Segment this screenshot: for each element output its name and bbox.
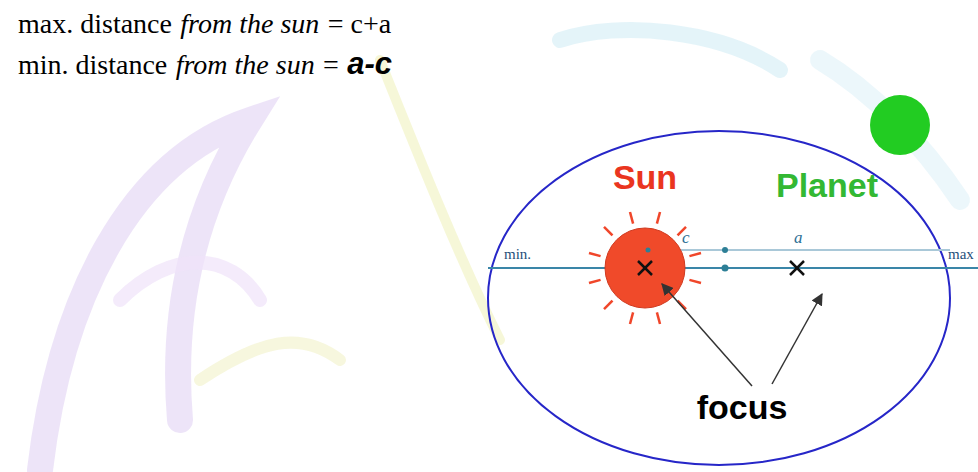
formula-text: from the sun (176, 49, 315, 81)
sun-rays (589, 212, 701, 324)
formula-text: = c+a (328, 8, 391, 40)
center-dot (722, 265, 729, 272)
orbit-ellipse (488, 131, 950, 465)
formula-text: max. distance (18, 8, 172, 40)
planet-label: Planet (776, 166, 878, 205)
leader-arrow (662, 284, 752, 386)
sun-label: Sun (613, 158, 677, 197)
guide-dot (646, 248, 651, 253)
focus-mark (638, 261, 652, 275)
focus-label: focus (697, 388, 788, 427)
guide-line (640, 249, 950, 251)
planet-circle (870, 95, 930, 155)
major-axis (488, 267, 978, 269)
axis-label: min. (504, 246, 531, 263)
formula-row: min. distance from the sun=a-c (18, 46, 392, 82)
distance-label: c (682, 228, 690, 248)
focus-mark (790, 261, 804, 275)
distance-label: a (794, 228, 803, 248)
formula-text: from the sun (180, 8, 319, 40)
formula-row: max. distancefrom the sun = c+a (18, 8, 391, 40)
leader-arrow (772, 294, 822, 384)
center-dot (722, 247, 728, 253)
watermark (40, 30, 960, 470)
formula-value: a-c (347, 46, 392, 82)
axis-label: max (948, 246, 974, 263)
formula-text: = (323, 49, 339, 81)
formula-text: min. distance (18, 49, 167, 81)
